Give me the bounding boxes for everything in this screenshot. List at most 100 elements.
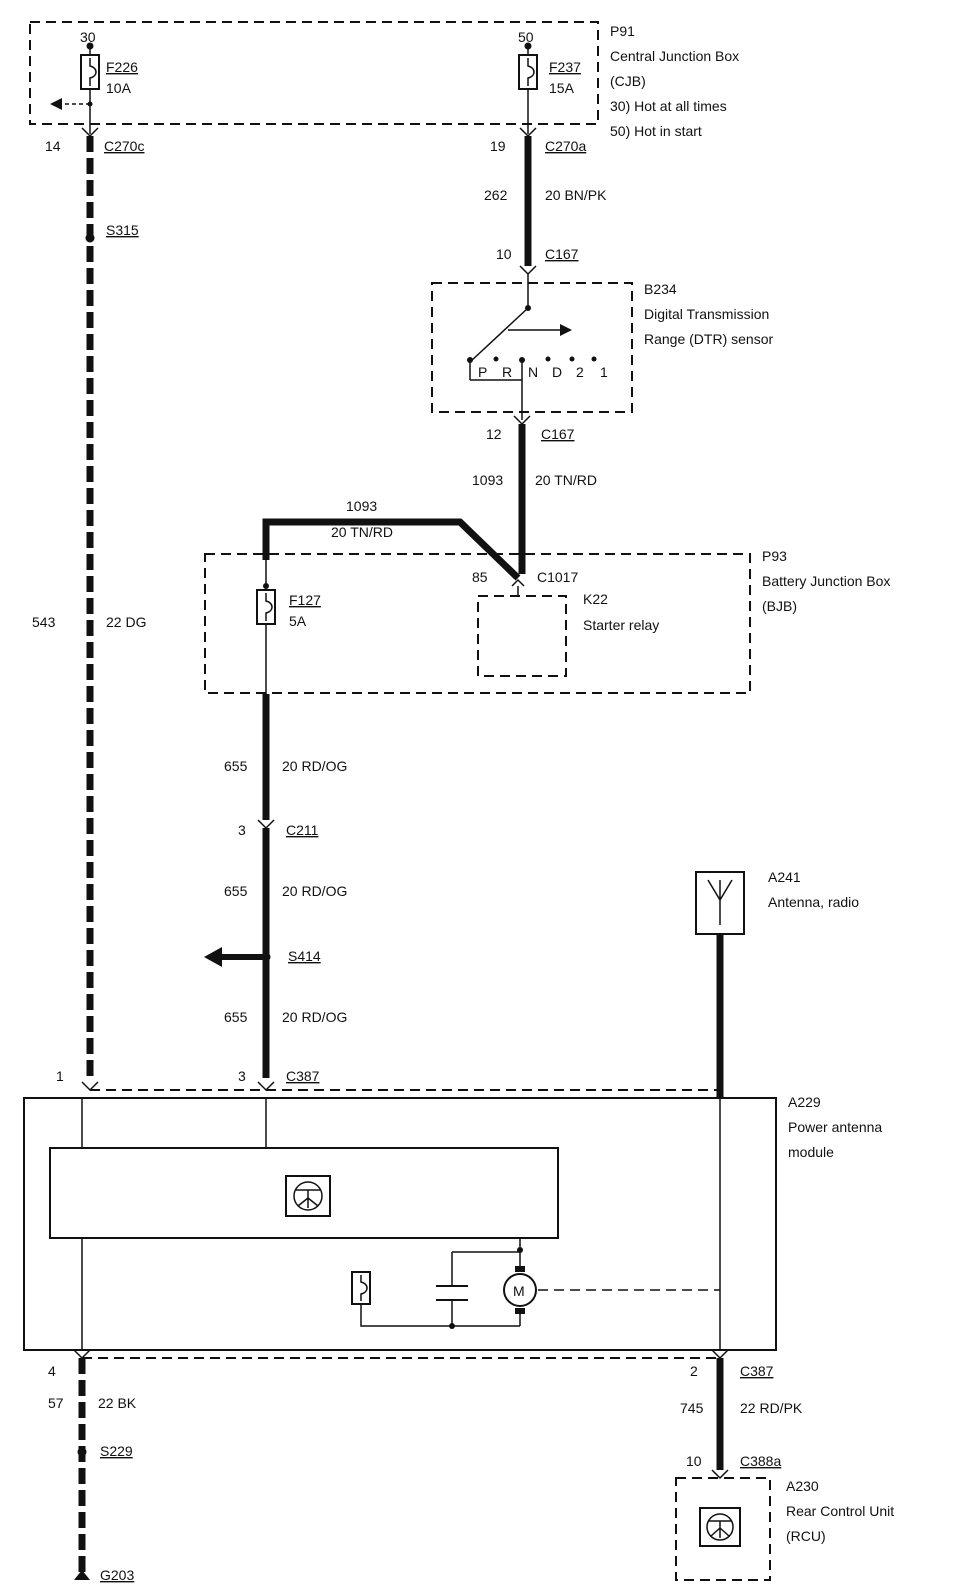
wire-262-color: 20 BN/PK (545, 187, 607, 203)
dtr-contact-dot-r (493, 356, 499, 362)
rcu-name-line2: (RCU) (786, 1528, 826, 1544)
dtr-contact-dot-d (545, 356, 551, 362)
wire-655-circuit-b: 655 (224, 883, 248, 899)
cjb-pin-50: 50 (518, 29, 534, 45)
module-ref: A229 (788, 1094, 821, 1110)
fuse-f237-rating: 15A (549, 80, 575, 96)
wire-745-color: 22 RD/PK (740, 1400, 803, 1416)
splice-s414-arrow-icon (204, 947, 222, 967)
fuse-f226-rating: 10A (106, 80, 132, 96)
rcu-electronic-icon (706, 1513, 734, 1541)
c270c-pin-14: 14 (45, 138, 61, 154)
c1017-label: C1017 (537, 569, 578, 585)
module-capacitor-leads (451, 1251, 520, 1326)
cjb-note-30: 30) Hot at all times (610, 98, 727, 114)
bjb-ref: P93 (762, 548, 787, 564)
c211-pin-3: 3 (238, 822, 246, 838)
wire-1093-cross-circuit: 1093 (346, 498, 377, 514)
fuse-f237-label: F237 (549, 59, 581, 75)
antenna-ref: A241 (768, 869, 801, 885)
c270c-label: C270c (104, 138, 144, 154)
c270a-pin-19: 19 (490, 138, 506, 154)
dtr-name-line1: Digital Transmission (644, 306, 769, 322)
f127-top-node (263, 583, 269, 589)
splice-s229-label: S229 (100, 1443, 133, 1459)
c388a-connector-icon (711, 1469, 729, 1480)
c387-top-label: C387 (286, 1068, 320, 1084)
wire-543-circuit: 543 (32, 614, 56, 630)
wire-1093-circuit: 1093 (472, 472, 503, 488)
rcu-a230-boundary (675, 1477, 771, 1581)
wire-1093-color: 20 TN/RD (535, 472, 597, 488)
antenna-icon (707, 879, 733, 925)
c167-top-pin-10: 10 (496, 246, 512, 262)
relay-ref: K22 (583, 591, 608, 607)
rcu-name-line1: Rear Control Unit (786, 1503, 894, 1519)
c167-bottom-pin-12: 12 (486, 426, 502, 442)
wire-1093-tnrd-cross (262, 518, 521, 581)
starter-relay-k22-icon (477, 595, 567, 677)
module-name-line2: module (788, 1144, 834, 1160)
module-motor-brush-bottom (515, 1308, 525, 1314)
c1017-connector-icon (511, 578, 525, 587)
wire-655-color-a: 20 RD/OG (282, 758, 347, 774)
cjb-boundary (29, 21, 599, 125)
dtr-position-n: N (528, 364, 538, 380)
fuse-f226-element (89, 58, 97, 86)
antenna-name: Antenna, radio (768, 894, 859, 910)
cjb-note-50: 50) Hot in start (610, 123, 702, 139)
module-thermal-fuse-element (360, 1275, 368, 1301)
c388a-label: C388a (740, 1453, 781, 1469)
c387-top-pin1-icon (81, 1081, 99, 1092)
dtr-position-p: P (478, 364, 487, 380)
relay-pin-85: 85 (472, 569, 488, 585)
wire-262-circuit: 262 (484, 187, 508, 203)
dtr-position-d: D (552, 364, 562, 380)
bjb-name-line2: (BJB) (762, 598, 797, 614)
c388a-pin-10: 10 (686, 1453, 702, 1469)
dtr-position-r: R (502, 364, 512, 380)
fuse-f237-element (527, 58, 535, 86)
antenna-motor-icon (503, 1273, 537, 1307)
splice-s414-label: S414 (288, 948, 321, 964)
wire-745-circuit: 745 (680, 1400, 704, 1416)
dtr-wiper-switch-icon (469, 307, 529, 363)
antenna-motor-symbol: M (513, 1283, 525, 1299)
wire-655-color-b: 20 RD/OG (282, 883, 347, 899)
dtr-contact-dot-2 (569, 356, 575, 362)
dtr-position-1: 1 (600, 364, 608, 380)
splice-s229-icon (77, 1447, 87, 1457)
cjb-name-line2: (CJB) (610, 73, 646, 89)
cjb-branch-arrow-icon (50, 98, 62, 110)
power-antenna-module-a229 (23, 1097, 777, 1351)
fuse-f127-label: F127 (289, 592, 321, 608)
module-fuse-return (360, 1304, 520, 1327)
module-capacitor-node (449, 1323, 455, 1329)
cjb-pin-30: 30 (80, 29, 96, 45)
c167-bottom-label: C167 (541, 426, 575, 442)
c211-label: C211 (286, 822, 319, 838)
c270a-label: C270a (545, 138, 586, 154)
c387-top-pin-3: 3 (238, 1068, 246, 1084)
module-name-line1: Power antenna (788, 1119, 882, 1135)
c387-bottom-pin-2: 2 (690, 1363, 698, 1379)
wire-655-color-c: 20 RD/OG (282, 1009, 347, 1025)
wire-655-circuit-a: 655 (224, 758, 248, 774)
dtr-sensor-boundary (431, 282, 633, 413)
fuse-f127-element (265, 593, 273, 621)
c387-bottom-pin2-icon (711, 1349, 729, 1360)
module-electronic-icon-frame (285, 1175, 331, 1217)
ground-g203-label: G203 (100, 1567, 134, 1583)
dtr-name-line2: Range (DTR) sensor (644, 331, 773, 347)
cjb-name-line1: Central Junction Box (610, 48, 739, 64)
dtr-direction-arrow-icon (560, 324, 572, 336)
dtr-ref: B234 (644, 281, 677, 297)
rcu-transistor-symbol (709, 1520, 731, 1538)
c387-bottom-pin4-icon (73, 1349, 91, 1360)
fuse-f127-rating: 5A (289, 613, 307, 629)
c167-top-label: C167 (545, 246, 579, 262)
relay-name: Starter relay (583, 617, 659, 633)
fuse-f226-label: F226 (106, 59, 138, 75)
c167-top-connector-icon (519, 265, 537, 276)
